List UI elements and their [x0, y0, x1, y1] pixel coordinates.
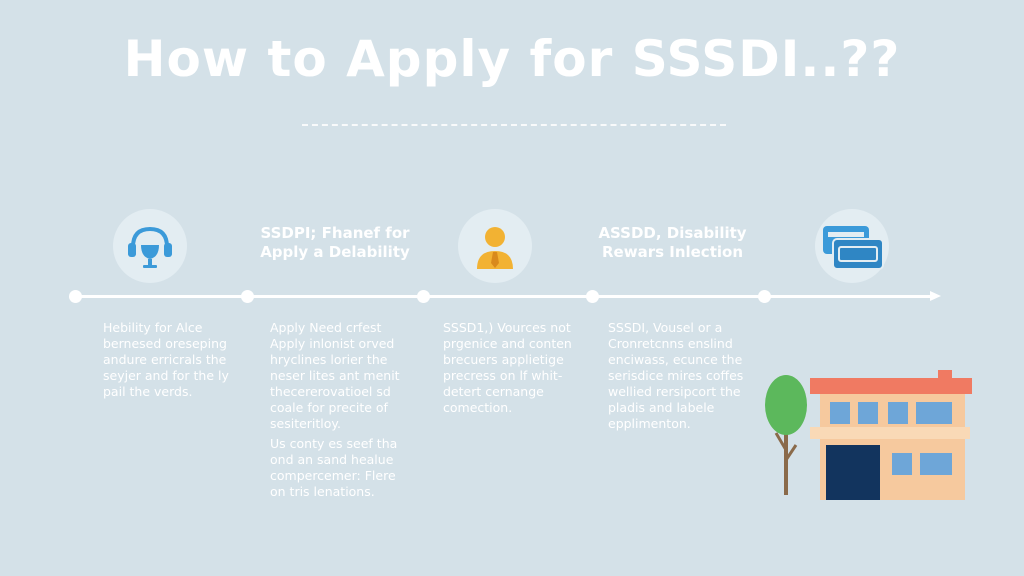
step-4-desc-line: enciwass, ecunce the	[608, 352, 743, 367]
step-4-desc-line: wellied rersipcort the	[608, 384, 741, 399]
step-2-desc-line: hryclines lorier the	[270, 352, 388, 367]
step-2-desc-line: Apply inlonist orved	[270, 336, 395, 351]
step-2-desc-more-line: Us conty es seef tha	[270, 436, 398, 451]
step-4-title-line-2: Rewars Inlection	[601, 243, 743, 261]
step-2-desc-line: sesiteritloy.	[270, 416, 342, 431]
step-3-icon-circle	[458, 209, 532, 283]
step-3-desc-line: precress on lf whit-	[443, 368, 563, 383]
building-illustration	[765, 370, 972, 500]
timeline-dot-4	[586, 290, 599, 303]
step-2-title-line-2: Apply a Delability	[260, 243, 410, 261]
tree-icon	[765, 375, 807, 495]
step-4-desc-line: serisdice mires coffes	[608, 368, 744, 383]
step-2-desc-more-line: ond an sand healue	[270, 452, 394, 467]
step-3-desc-line: detert cernange	[443, 384, 544, 399]
step-2-desc-more-line: on tris lenations.	[270, 484, 375, 499]
step-4-title-line-1: ASSDD, Disability	[598, 224, 747, 242]
house-icon	[810, 370, 972, 500]
step-1-desc-line: bernesed oreseping	[103, 336, 227, 351]
step-2-desc-line: Apply Need crfest	[270, 320, 382, 335]
timeline-line	[75, 295, 933, 298]
step-2-desc-more-line: compercemer: Flere	[270, 468, 396, 483]
page-title: How to Apply for SSSDI..??	[123, 30, 901, 88]
title-divider	[302, 124, 726, 126]
step-1-description: Hebility for Alce bernesed oreseping and…	[103, 320, 253, 400]
headset-icon	[128, 226, 172, 268]
step-2-title: SSDPI; Fhanef for Apply a Delability	[250, 224, 420, 262]
step-5-icon-circle	[815, 209, 889, 283]
step-3-desc-line: brecuers applietige	[443, 352, 564, 367]
step-4-title: ASSDD, Disability Rewars Inlection	[590, 224, 755, 262]
timeline-dot-1	[69, 290, 82, 303]
step-2-title-line-1: SSDPI; Fhanef for	[260, 224, 410, 242]
person-tie-icon	[477, 227, 513, 269]
timeline-arrow-head	[930, 291, 941, 301]
step-1-icon-circle	[113, 209, 187, 283]
step-4-desc-line: Cronretcnns enslind	[608, 336, 733, 351]
step-2-desc-line: coale for precite of	[270, 400, 388, 415]
cards-icon	[823, 226, 884, 270]
step-2-desc-line: neser lites ant menit	[270, 368, 400, 383]
step-2-desc-line: thecererovatioel sd	[270, 384, 391, 399]
timeline-dot-3	[417, 290, 430, 303]
step-1-desc-line: andure erricrals the	[103, 352, 227, 367]
step-1-desc-line: pail the verds.	[103, 384, 193, 399]
step-3-desc-line: SSSD1,) Vources not	[443, 320, 571, 335]
step-1-desc-line: seyjer and for the ly	[103, 368, 229, 383]
step-4-desc-line: epplimenton.	[608, 416, 691, 431]
step-4-desc-line: pladis and labele	[608, 400, 715, 415]
step-1-desc-line: Hebility for Alce	[103, 320, 203, 335]
step-2-description-more: Us conty es seef tha ond an sand healue …	[270, 436, 420, 500]
step-4-desc-line: SSSDI, Vousel or a	[608, 320, 723, 335]
step-4-description: SSSDI, Vousel or a Cronretcnns enslind e…	[608, 320, 758, 432]
timeline-dot-2	[241, 290, 254, 303]
step-2-description: Apply Need crfest Apply inlonist orved h…	[270, 320, 420, 500]
step-3-desc-line: prgenice and conten	[443, 336, 572, 351]
step-3-description: SSSD1,) Vources not prgenice and conten …	[443, 320, 593, 416]
timeline-dot-5	[758, 290, 771, 303]
step-3-desc-line: comection.	[443, 400, 513, 415]
